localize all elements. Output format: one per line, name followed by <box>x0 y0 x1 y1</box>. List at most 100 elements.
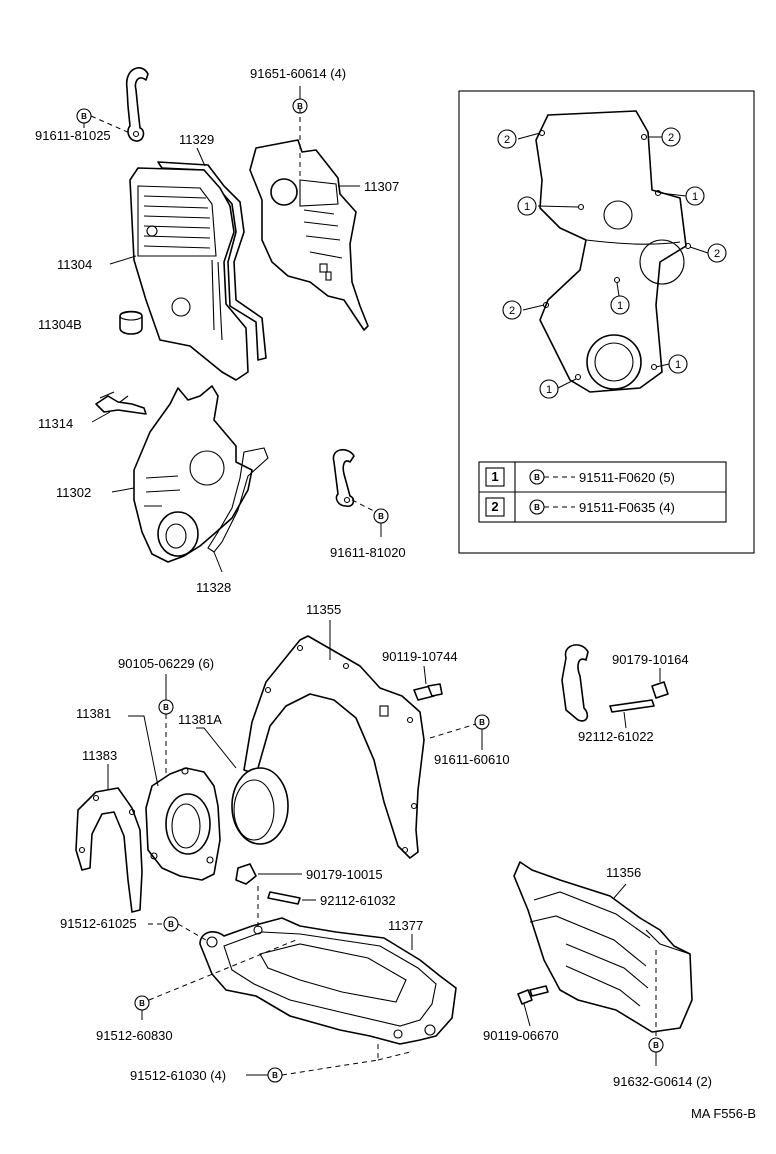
crank-seal-housing <box>157 511 199 557</box>
callout-one: 1 <box>539 379 559 399</box>
label-11355: 11355 <box>306 602 341 617</box>
svg-text:1: 1 <box>546 384 552 396</box>
oil-seal-bore <box>233 779 275 841</box>
svg-text:B: B <box>378 512 384 521</box>
svg-text:B: B <box>479 718 485 727</box>
cover-ribs <box>144 475 181 507</box>
inset-frame <box>458 90 755 554</box>
svg-text:1: 1 <box>524 201 530 213</box>
callout-one: 1 <box>668 354 688 374</box>
svg-text:1: 1 <box>675 359 681 371</box>
plug-11304b <box>119 310 143 335</box>
svg-text:B: B <box>168 920 174 929</box>
label-11304b: 11304B <box>38 317 82 332</box>
svg-text:B: B <box>272 1071 278 1080</box>
callout-two: 2 <box>497 129 517 149</box>
callout-one: 1 <box>517 196 537 216</box>
label-90119-10744: 90119-10744 <box>382 649 458 664</box>
label-91651-60614: 91651-60614 (4) <box>250 66 346 81</box>
inset-ridge <box>585 239 681 245</box>
stud-92112-61032 <box>267 891 301 905</box>
label-90179-10015: 90179-10015 <box>306 867 383 882</box>
bolt-key-inset: 2 2 1 1 2 2 1 1 1 1 B 91511-F0620 (5) <box>458 90 755 554</box>
bolt-90119-10744 <box>413 683 443 701</box>
svg-text:B: B <box>534 503 540 512</box>
engine-hanger-upper <box>125 67 149 142</box>
label-91611-81025: 91611-81025 <box>35 128 111 143</box>
stud-92112-61022 <box>609 699 655 713</box>
nut-90179-10164 <box>651 681 669 699</box>
svg-text:2: 2 <box>714 248 720 260</box>
svg-text:B: B <box>653 1041 659 1050</box>
label-91512-61025: 91512-61025 <box>60 916 137 931</box>
label-91512-60830: 91512-60830 <box>96 1028 173 1043</box>
cover-port <box>189 450 225 486</box>
label-11307: 11307 <box>364 179 399 194</box>
inset-bolt-hole <box>574 373 582 381</box>
svg-text:B: B <box>534 473 540 482</box>
cover-plug-hole <box>171 297 191 317</box>
engine-hanger-right <box>561 644 589 722</box>
label-92112-61032: 92112-61032 <box>320 893 396 908</box>
callout-one: 1 <box>685 186 705 206</box>
cover3-hole <box>270 178 298 206</box>
svg-text:1: 1 <box>491 469 498 484</box>
oil-pan-sump <box>259 943 407 1003</box>
label-11314: 11314 <box>38 416 73 431</box>
label-91632-g0614: 91632-G0614 (2) <box>613 1074 712 1089</box>
inset-hole-small <box>603 200 633 230</box>
oil-baffle-11356 <box>513 861 693 1033</box>
svg-text:B: B <box>81 112 87 121</box>
bolt-legend-table: 1 B 91511-F0620 (5) 2 B 91511-F0635 (4) <box>478 461 727 523</box>
pin-11314 <box>95 395 147 415</box>
label-91611-60610: 91611-60610 <box>434 752 510 767</box>
nut-90179-10015 <box>235 863 257 885</box>
label-11329: 11329 <box>179 132 214 147</box>
inset-bolt-hole <box>640 133 648 141</box>
label-91512-61030: 91512-61030 (4) <box>130 1068 226 1083</box>
label-11381a: 11381A <box>178 712 222 727</box>
svg-text:2: 2 <box>491 499 498 514</box>
legend-row-1: 1 B 91511-F0620 (5) <box>485 467 675 487</box>
cover-ribbed-panel <box>137 185 217 257</box>
legend-row-2: 2 B 91511-F0635 (4) <box>485 497 675 517</box>
label-90105-06229: 90105-06229 (6) <box>118 656 214 671</box>
legend-part-2: 91511-F0635 (4) <box>579 500 675 515</box>
svg-text:2: 2 <box>504 134 510 146</box>
cover-boss <box>146 225 158 237</box>
label-11377: 11377 <box>388 918 423 933</box>
label-11304: 11304 <box>57 257 92 272</box>
label-92112-61022: 92112-61022 <box>578 729 654 744</box>
baffle-slots <box>529 891 651 1007</box>
inset-bolt-hole <box>577 203 585 211</box>
cover3-ribs <box>299 179 343 259</box>
inset-bolt-hole <box>613 276 621 284</box>
cover-flange-lines <box>211 259 223 341</box>
callout-one: 1 <box>610 295 630 315</box>
svg-text:B: B <box>297 102 303 111</box>
callout-two: 2 <box>661 127 681 147</box>
retainer-seal-inner <box>171 803 201 849</box>
inset-bolt-hole <box>684 242 692 250</box>
label-11356: 11356 <box>606 865 641 880</box>
label-11383: 11383 <box>82 748 117 763</box>
inset-seal-inner <box>594 342 634 382</box>
rear-oil-seal-11381a <box>231 767 289 845</box>
legend-part-1: 91511-F0620 (5) <box>579 470 675 485</box>
label-90119-06670: 90119-06670 <box>483 1028 559 1043</box>
label-11328: 11328 <box>196 580 231 595</box>
retainer-gasket-11383 <box>75 787 143 913</box>
oil-pan-11377 <box>199 917 457 1045</box>
timing-belt-cover-11304 <box>129 167 249 381</box>
illustration-code: MA F556-B <box>691 1106 756 1121</box>
crank-seal-bore <box>165 523 187 549</box>
label-91611-81020: 91611-81020 <box>330 545 406 560</box>
svg-text:2: 2 <box>668 132 674 144</box>
inset-hole-mid <box>639 239 685 285</box>
gasket-11328 <box>207 447 269 553</box>
label-11302: 11302 <box>56 485 91 500</box>
label-90179-10164: 90179-10164 <box>612 652 689 667</box>
svg-text:B: B <box>139 999 145 1008</box>
svg-text:B: B <box>163 703 169 712</box>
